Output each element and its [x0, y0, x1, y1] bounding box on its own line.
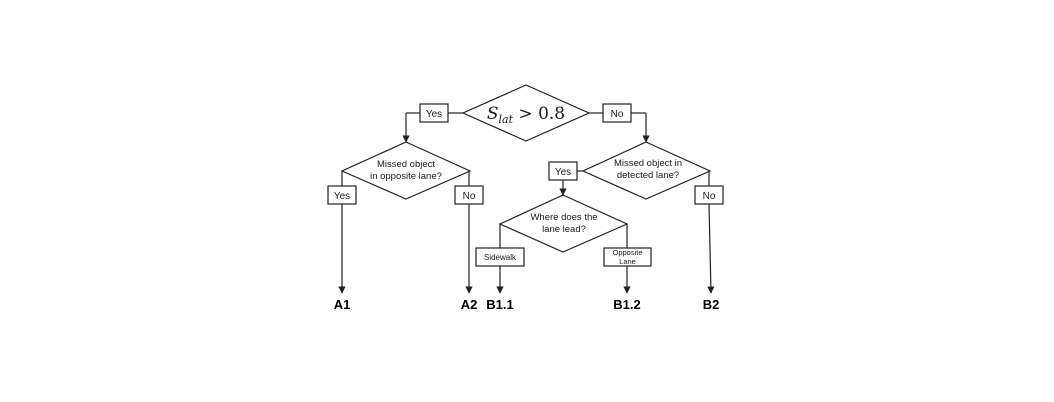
left-decision-line1: Missed object — [377, 159, 435, 170]
left-no-label: No — [454, 185, 484, 205]
root-no-label: No — [602, 103, 632, 123]
lane-decision-line1: Where does the — [530, 212, 597, 223]
right-yes-label: Yes — [548, 161, 578, 181]
left-decision-line2: in opposite lane? — [370, 171, 442, 182]
svg-text:Yes: Yes — [426, 109, 442, 120]
outcome-b12: B1.2 — [613, 297, 640, 312]
root-yes-label: Yes — [419, 103, 449, 123]
svg-text:No: No — [611, 109, 624, 120]
svg-text:No: No — [703, 191, 716, 202]
root-diamond — [461, 84, 591, 142]
right-decision-line1: Missed object in — [614, 158, 682, 169]
lane-decision: Where does the lane lead? — [498, 194, 629, 253]
left-yes-label: Yes — [327, 185, 357, 205]
right-diamond — [581, 141, 712, 200]
edge-to-b2 — [707, 203, 715, 294]
svg-text:Sidewalk: Sidewalk — [484, 253, 517, 262]
right-decision-line2: detected lane? — [617, 170, 679, 181]
left-diamond — [340, 141, 472, 200]
svg-text:Yes: Yes — [555, 167, 571, 178]
root-condition: Slat > 0.8 — [487, 104, 565, 126]
right-decision: Missed object in detected lane? — [581, 141, 712, 200]
svg-text:Yes: Yes — [334, 191, 350, 202]
outcome-b2: B2 — [703, 297, 720, 312]
opposite-lane-label: Opposite Lane — [603, 247, 652, 267]
outcome-a1: A1 — [334, 297, 351, 312]
svg-text:Opposite: Opposite — [612, 248, 642, 257]
right-no-label: No — [694, 185, 724, 205]
lane-diamond — [498, 194, 629, 253]
outcome-a2: A2 — [461, 297, 478, 312]
left-decision: Missed object in opposite lane? — [340, 141, 472, 200]
sidewalk-label: Sidewalk — [475, 247, 525, 267]
svg-text:Lane: Lane — [619, 257, 636, 266]
root-decision: Slat > 0.8 — [461, 84, 591, 142]
outcome-b11: B1.1 — [486, 297, 513, 312]
lane-decision-line2: lane lead? — [542, 224, 586, 235]
svg-text:No: No — [463, 191, 476, 202]
